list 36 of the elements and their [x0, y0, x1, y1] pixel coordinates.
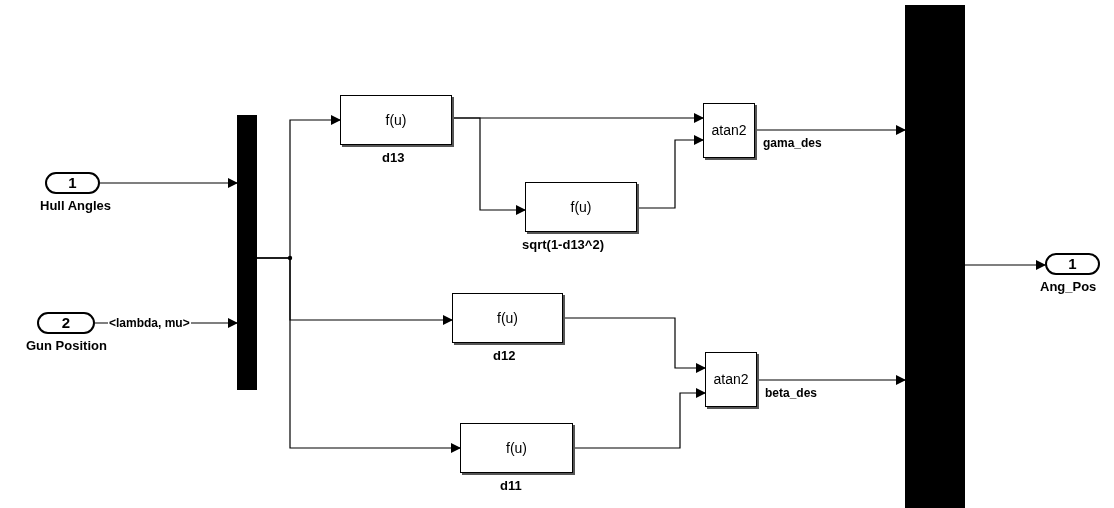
block-name: d11 — [500, 477, 522, 495]
block-label: f(u) — [385, 110, 407, 130]
signal-label: gama_des — [762, 136, 823, 150]
block-label: f(u) — [570, 197, 592, 217]
block-label: atan2 — [711, 121, 747, 140]
block-name: Gun Position — [26, 337, 107, 355]
arrow — [451, 117, 526, 215]
arrow — [756, 375, 906, 385]
block-name: d13 — [382, 149, 405, 167]
block-name: Ang_Pos — [1040, 278, 1097, 296]
function-block — [703, 103, 755, 158]
block-label: f(u) — [506, 438, 527, 458]
block-label: f(u) — [497, 308, 518, 328]
function-block — [705, 352, 757, 407]
arrow — [99, 178, 238, 188]
arrow — [572, 388, 706, 449]
function-block — [525, 182, 637, 232]
block-name: sqrt(1-d13^2) — [522, 236, 604, 254]
block-name: Hull Angles — [40, 197, 112, 215]
arrow — [256, 257, 461, 453]
function-block — [460, 423, 573, 473]
signal-label: beta_des — [764, 386, 819, 400]
block-label: 1 — [1068, 253, 1077, 274]
function-block — [452, 293, 563, 343]
block-label: atan2 — [713, 370, 749, 389]
block-label: 1 — [68, 172, 77, 193]
function-block — [340, 95, 452, 145]
block-label: 2 — [61, 312, 71, 333]
block-name: d12 — [493, 347, 516, 365]
arrow — [754, 125, 906, 135]
signal-label: <lambda, mu> — [108, 316, 191, 330]
mux-bar — [905, 5, 965, 508]
arrow — [636, 135, 704, 209]
mux-bar — [237, 115, 257, 390]
arrow — [562, 317, 706, 373]
arrow — [964, 260, 1046, 270]
